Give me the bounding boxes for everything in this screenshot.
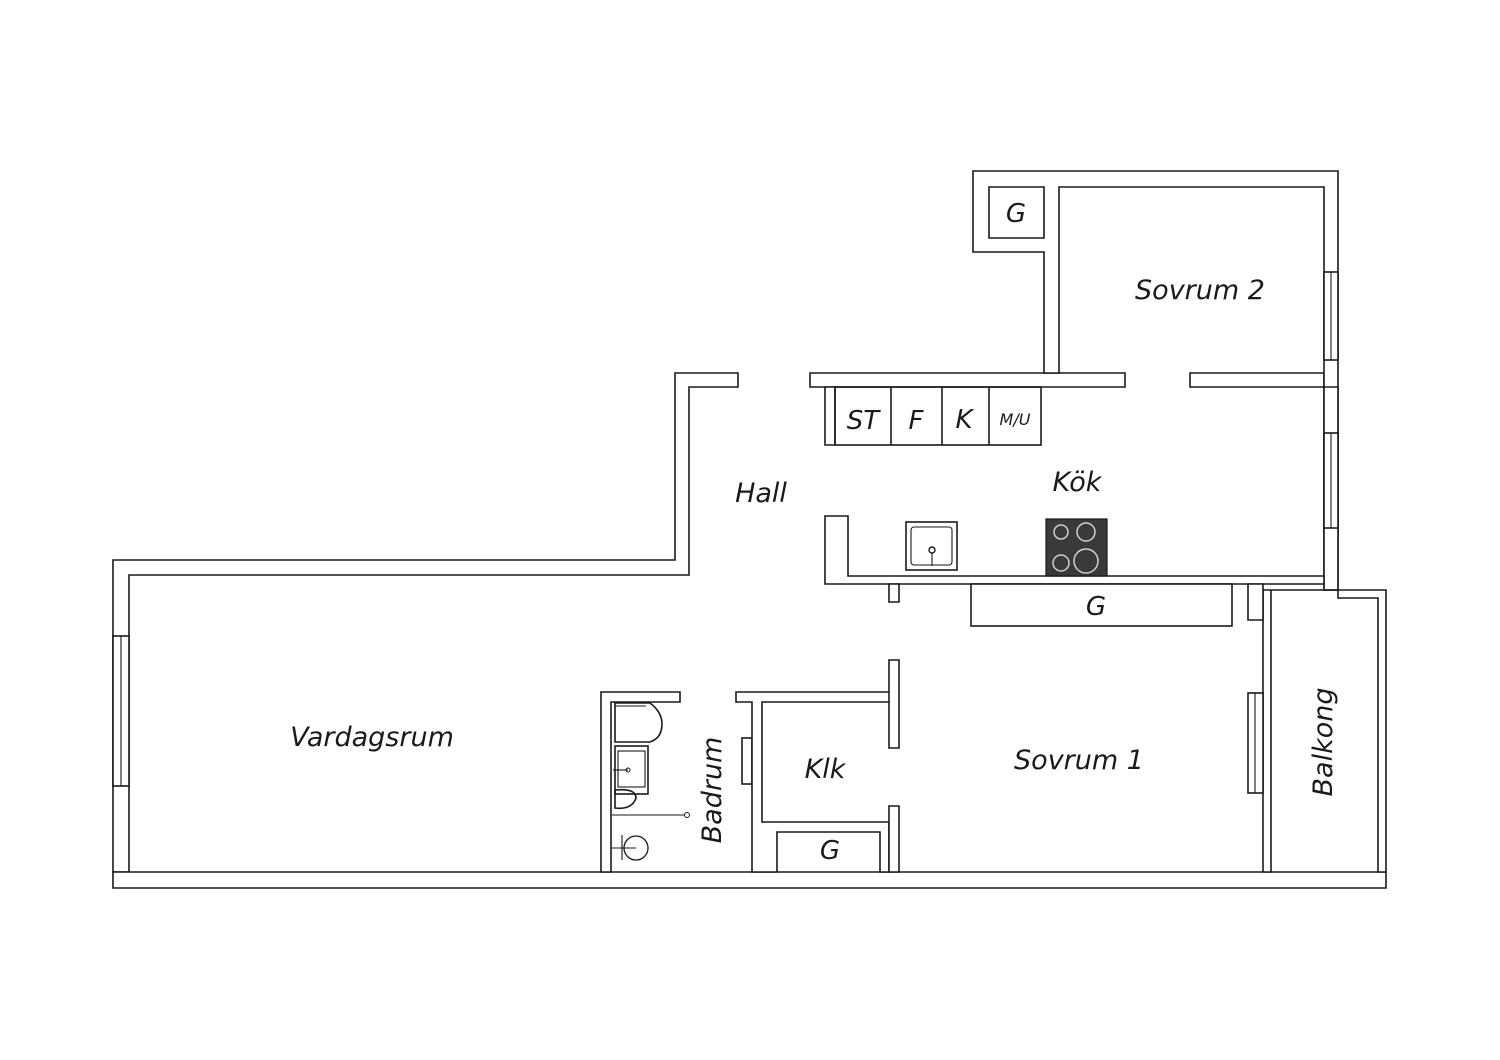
room-labels: Vardagsrum Hall Kök Sovrum 1 Sovrum 2 Kl… bbox=[290, 275, 1339, 843]
room-label-kok: Kök bbox=[1053, 467, 1103, 498]
windows bbox=[112, 271, 1339, 794]
bathroom-fixtures bbox=[612, 702, 690, 861]
shower-icon bbox=[612, 812, 690, 861]
storage-labels: G G G ST F K M/U bbox=[820, 199, 1106, 866]
wardrobe-label-klk: G bbox=[820, 836, 840, 866]
kitchen-label-f: F bbox=[909, 406, 925, 436]
kitchen-label-st: ST bbox=[847, 406, 882, 436]
stove-icon bbox=[1045, 518, 1108, 577]
room-label-sovrum1: Sovrum 1 bbox=[1014, 745, 1144, 776]
sink-icon bbox=[905, 521, 958, 571]
kitchen-label-mu: M/U bbox=[1000, 410, 1031, 429]
washing-machine-icon bbox=[614, 702, 663, 743]
room-label-balkong: Balkong bbox=[1308, 688, 1339, 797]
kitchen-fixtures bbox=[834, 386, 1108, 577]
wardrobe-label-kitchen: G bbox=[1086, 592, 1106, 622]
room-label-hall: Hall bbox=[735, 478, 787, 509]
washbasin-icon bbox=[613, 745, 649, 795]
room-label-badrum: Badrum bbox=[697, 737, 728, 844]
wardrobe-label-sovrum2: G bbox=[1006, 199, 1026, 229]
room-label-vardagsrum: Vardagsrum bbox=[290, 722, 454, 753]
toilet-icon bbox=[614, 788, 637, 810]
room-label-klk: Klk bbox=[805, 754, 847, 785]
interior-walls bbox=[600, 386, 1325, 873]
kitchen-label-k: K bbox=[955, 405, 974, 435]
room-label-sovrum2: Sovrum 2 bbox=[1135, 275, 1265, 306]
